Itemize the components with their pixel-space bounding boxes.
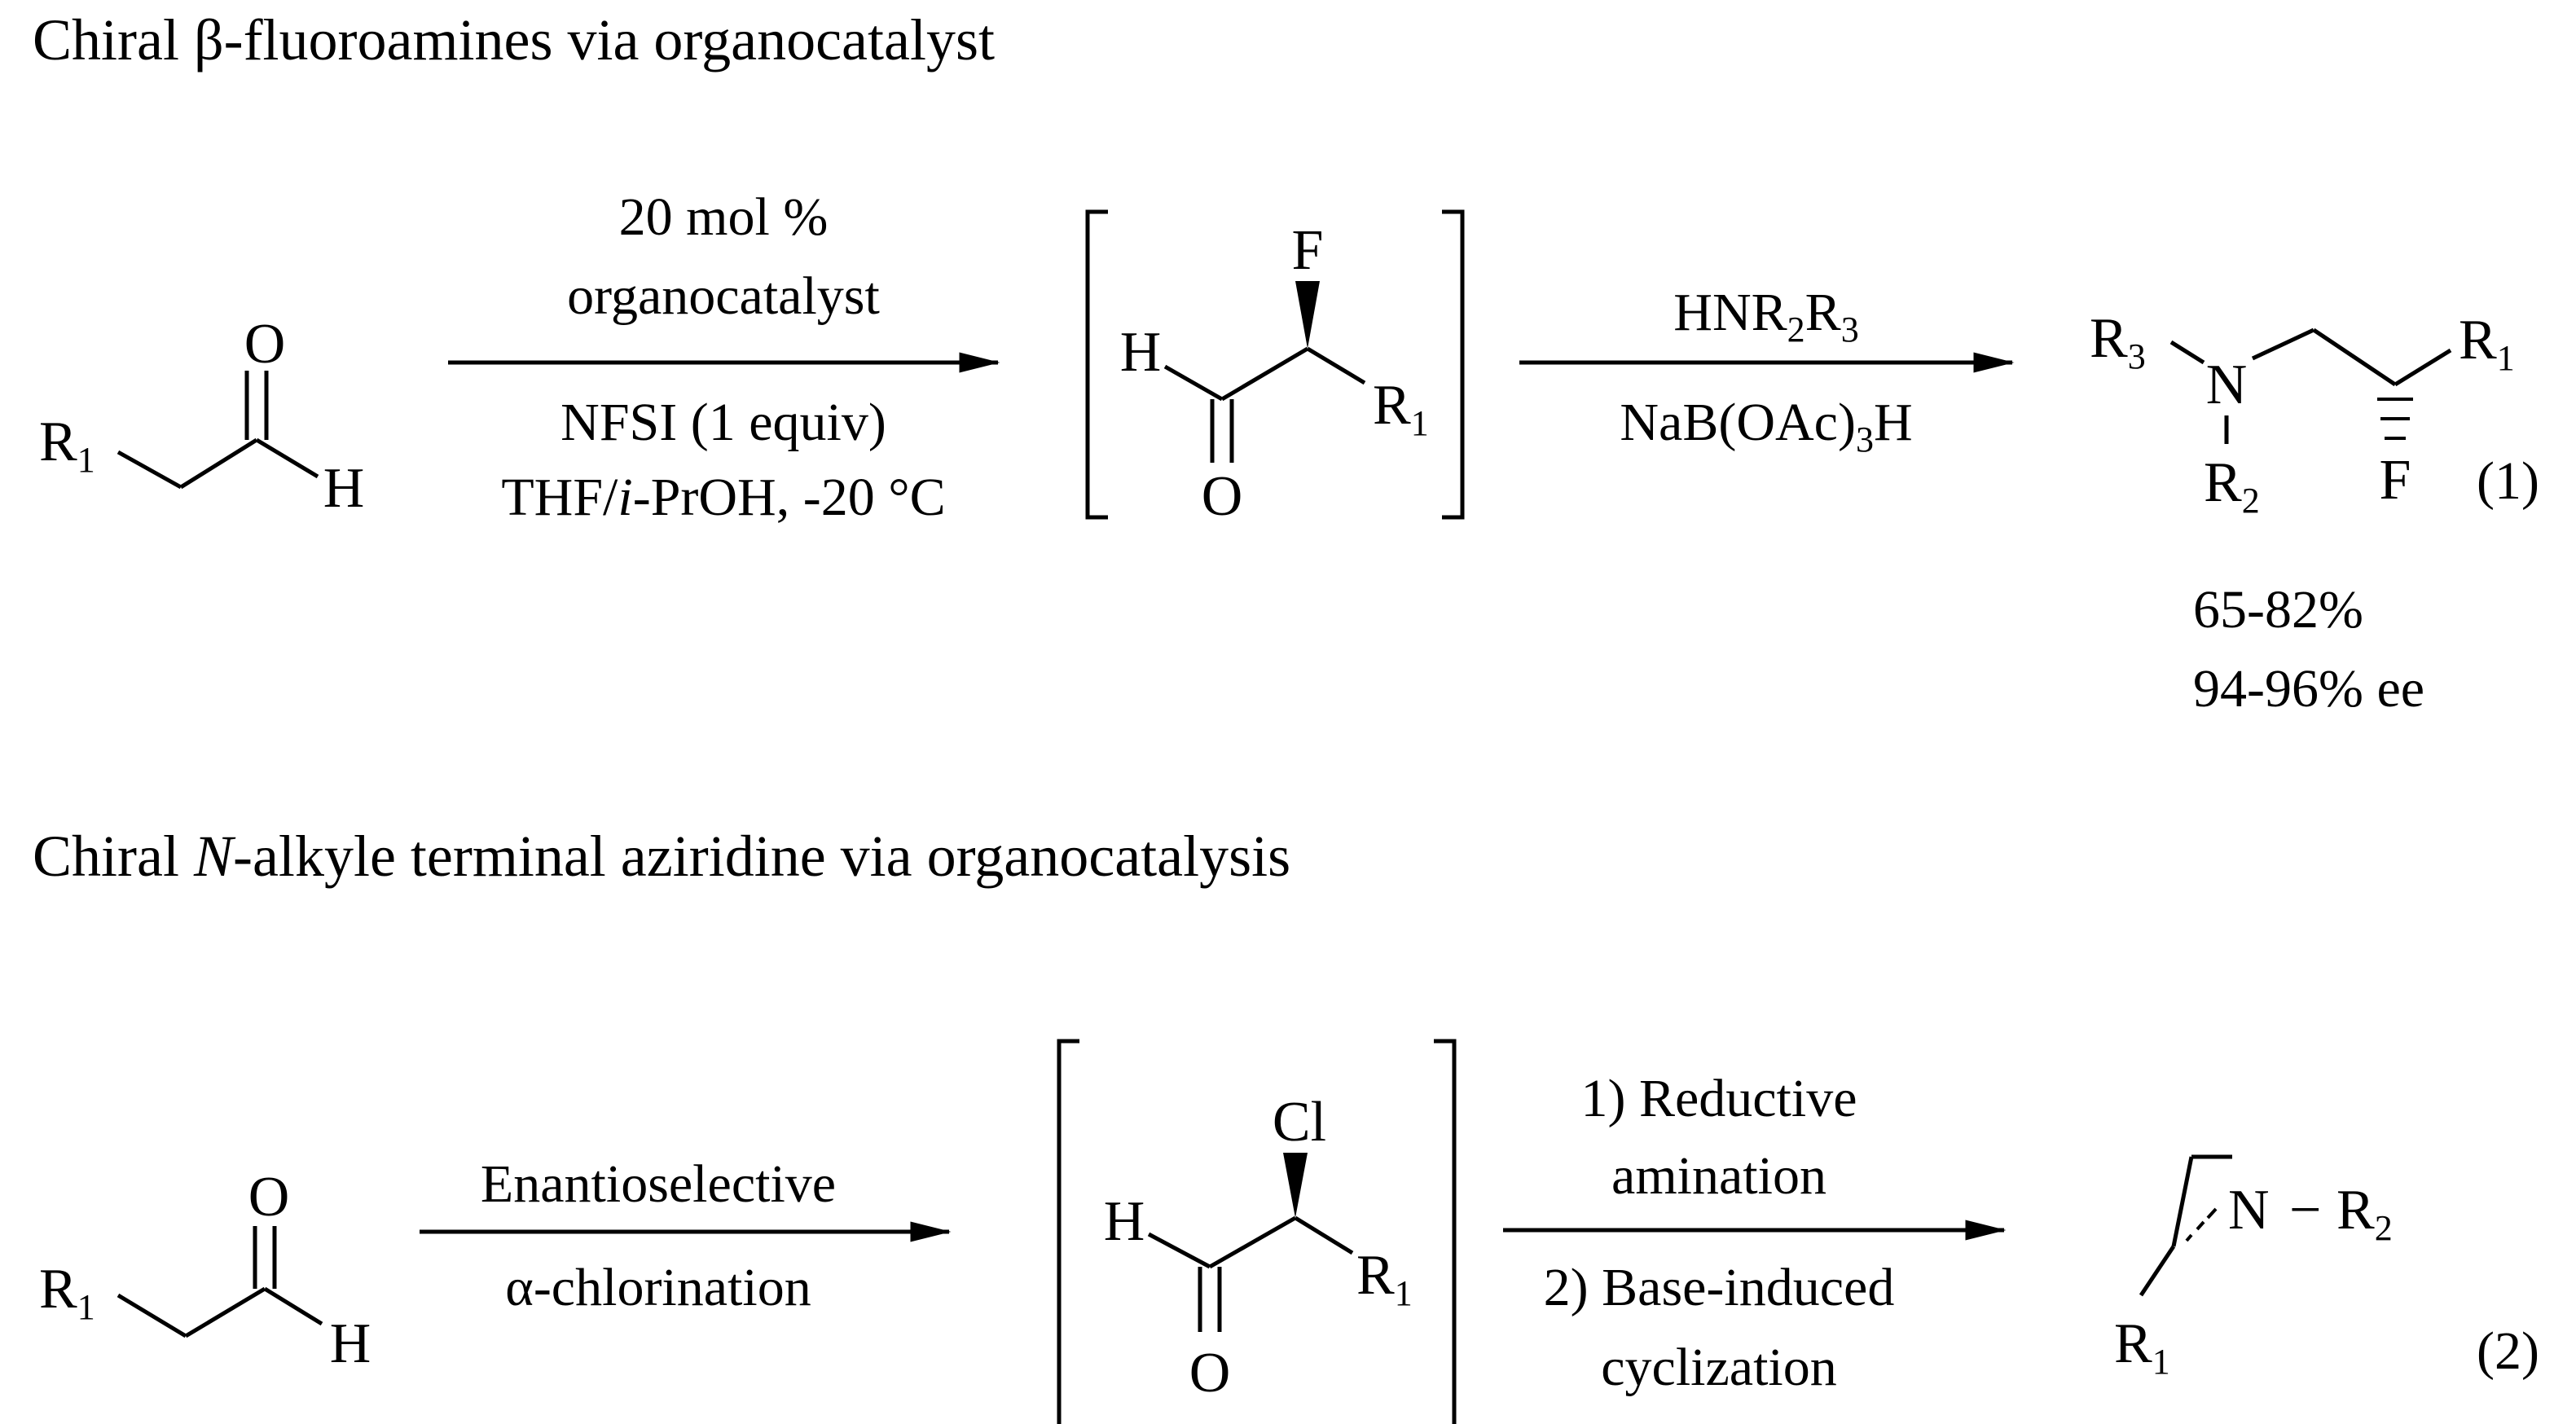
scheme2-title-start: Chiral <box>33 824 194 889</box>
scheme1-amine-reagent: HNR2R3 <box>1673 283 1858 349</box>
scheme1-product: N R3 R2 F R1 (1) 65-82% 94-96% ee <box>2090 307 2539 719</box>
scheme2-int-hydrogen: H <box>1104 1190 1145 1253</box>
scheme2-chlorination: α-chlorination <box>505 1258 811 1317</box>
scheme1-intermediate: F H O R1 <box>1085 209 1465 528</box>
scheme1-int-r1: R1 <box>1373 374 1429 443</box>
scheme1-wedge-bond <box>1295 281 1320 349</box>
scheme1-starting-aldehyde: O H R1 <box>39 313 364 520</box>
scheme1-sm-hydrogen: H <box>323 457 365 520</box>
scheme2-title-italic: N <box>193 824 233 889</box>
scheme1-product-r2: R2 <box>2204 451 2260 521</box>
scheme2-product-nitrogen: N <box>2228 1179 2270 1242</box>
scheme2-equation-number: (2) <box>2477 1321 2539 1381</box>
scheme2-step1-line1: 1) Reductive <box>1580 1069 1857 1128</box>
scheme1-equation-number: (1) <box>2477 451 2539 511</box>
scheme1-sm-r1: R1 <box>39 411 95 480</box>
scheme1-catalyst: organocatalyst <box>567 266 880 326</box>
scheme1-catalyst-loading: 20 mol % <box>619 187 829 247</box>
scheme1-int-oxygen: O <box>1202 465 1243 528</box>
scheme2-title-end: -alkyle terminal aziridine via organocat… <box>233 824 1291 889</box>
scheme1-yield: 65-82% <box>2193 580 2363 639</box>
scheme2-product-r2: R2 <box>2336 1179 2393 1248</box>
scheme2-reaction-type: Enantioselective <box>481 1154 836 1214</box>
scheme1-product-r1: R1 <box>2459 309 2515 378</box>
scheme1-product-r3: R3 <box>2090 307 2146 376</box>
scheme2-int-chlorine: Cl <box>1273 1091 1326 1154</box>
scheme2-int-r1: R1 <box>1356 1244 1413 1313</box>
scheme2-starting-aldehyde: O H R1 <box>39 1166 371 1375</box>
scheme2-sm-hydrogen: H <box>330 1312 371 1375</box>
scheme1-title: Chiral β-fluoroamines via organocatalyst <box>33 7 995 73</box>
scheme2: O H R1 Enantioselective α-chlorination C… <box>39 1039 2539 1424</box>
scheme1-int-fluorine: F <box>1292 219 1324 282</box>
scheme1-int-hydrogen: H <box>1120 321 1162 384</box>
scheme1-sm-oxygen: O <box>244 313 286 376</box>
scheme1-conditions: THF/i-PrOH, -20 °C <box>501 468 945 527</box>
scheme2-step1-line2: amination <box>1611 1146 1826 1206</box>
scheme2-product-r1: R1 <box>2114 1312 2170 1382</box>
scheme2-step2-line2: cyclization <box>1601 1338 1837 1397</box>
scheme1-product-nitrogen: N <box>2206 354 2248 416</box>
scheme1-fluorinating-agent: NFSI (1 equiv) <box>560 393 886 452</box>
scheme2-int-oxygen: O <box>1189 1342 1231 1404</box>
scheme2-sm-oxygen: O <box>248 1166 290 1228</box>
scheme2-product-dash: − <box>2289 1179 2321 1242</box>
scheme2-intermediate: Cl H O R1 <box>1057 1039 1457 1424</box>
scheme2-wedge-bond <box>1283 1153 1308 1218</box>
scheme2-title: Chiral N-alkyle terminal aziridine via o… <box>33 823 1290 890</box>
scheme2-step2-line1: 2) Base-induced <box>1544 1258 1895 1317</box>
scheme1: O H R1 20 mol % organocatalyst NFSI (1 e… <box>39 187 2539 719</box>
scheme1-product-fluorine: F <box>2380 449 2411 512</box>
scheme2-product: N − R2 R1 (2) <box>2114 1154 2539 1382</box>
scheme1-ee: 94-96% ee <box>2193 659 2424 719</box>
scheme2-sm-r1: R1 <box>39 1258 95 1327</box>
scheme1-reductant: NaB(OAc)3H <box>1620 393 1912 459</box>
